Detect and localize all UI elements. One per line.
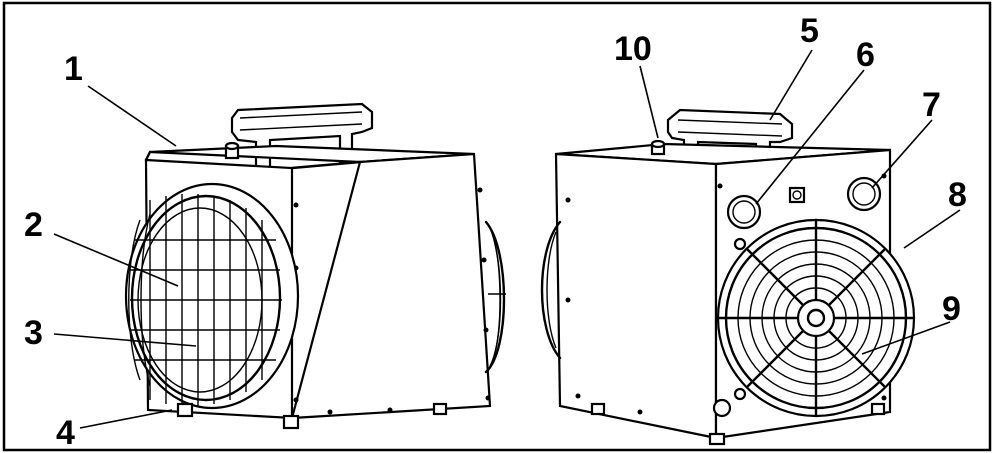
leader-5: [769, 49, 813, 121]
leader-7: [871, 119, 933, 189]
callout-8: 8: [948, 176, 967, 214]
right-screws: [565, 173, 887, 415]
heater-rear-view: [540, 108, 916, 446]
callout-10: 10: [614, 30, 652, 68]
callout-7: 7: [922, 86, 941, 124]
leader-6: [755, 69, 865, 205]
rear-switch-knobs: [712, 176, 882, 418]
leader-10: [639, 65, 659, 139]
leader-3: [53, 333, 197, 347]
right-feet: [590, 402, 886, 446]
callout-5: 5: [800, 12, 819, 50]
callout-9: 9: [942, 290, 961, 328]
callout-4: 4: [56, 414, 75, 452]
leader-8: [903, 209, 961, 249]
left-side-face: [290, 152, 492, 420]
left-top-knob: [224, 141, 240, 160]
leader-1: [87, 85, 177, 147]
left-feet: [176, 402, 448, 430]
leader-2: [53, 233, 179, 287]
callout-labels: 1 2 3 4 5 6 7 8 9 10: [24, 12, 967, 452]
callout-3: 3: [24, 314, 43, 352]
callout-2: 2: [24, 206, 43, 244]
left-rear-grille: [484, 220, 506, 374]
leader-9: [861, 321, 951, 355]
right-top-knob: [650, 139, 666, 156]
leader-lines: [53, 49, 961, 429]
left-front-grille: [124, 182, 300, 410]
leader-4: [79, 409, 173, 429]
heater-front-view: [124, 102, 506, 430]
rear-fan-guard: [716, 218, 916, 418]
callout-6: 6: [856, 36, 875, 74]
callout-1: 1: [64, 50, 83, 88]
right-side-grille: [540, 220, 562, 360]
